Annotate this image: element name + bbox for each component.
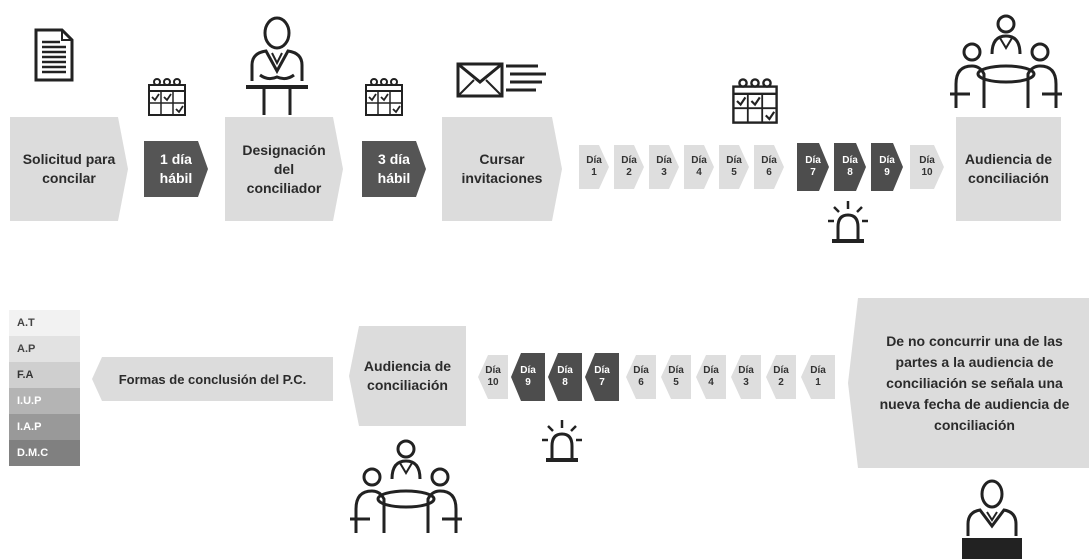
meeting-icon — [950, 14, 1062, 108]
note-box: De no concurrir una de las partes a la a… — [848, 298, 1089, 468]
day-chip-label: Día 1 — [586, 155, 602, 178]
solicitud-box: Solicitud para concilar — [10, 117, 128, 221]
day-chip-label: Día 2 — [773, 365, 789, 388]
day-chip: Día 6 — [754, 145, 784, 189]
day-chip-label: Día 3 — [656, 155, 672, 178]
audiencia-box-top: Audiencia de conciliación — [956, 117, 1061, 221]
day-chip-label: Día 7 — [594, 365, 610, 388]
day-chip-label: Día 9 — [879, 155, 895, 178]
audiencia-top-label: Audiencia de conciliación — [964, 151, 1053, 186]
cursar-box: Cursar invitaciones — [442, 117, 562, 221]
legend-item: A.P — [9, 336, 80, 362]
day-chip-label: Día 10 — [919, 155, 935, 178]
day-chip-label: Día 6 — [633, 365, 649, 388]
day-chip: Día 6 — [626, 355, 656, 399]
day-chip-label: Día 10 — [485, 365, 501, 388]
legend-label: I.A.P — [17, 421, 42, 433]
legend-item: D.M.C — [9, 440, 80, 466]
envelope-icon — [456, 62, 546, 98]
day-chip-label: Día 7 — [805, 155, 821, 178]
step-1-dia-habil: 1 día hábil — [144, 141, 208, 197]
day-chip: Día 10 — [478, 355, 508, 399]
designacion-box: Designación del conciliador — [225, 117, 343, 221]
day-chip-label: Día 8 — [557, 365, 573, 388]
legend-item: I.U.P — [9, 388, 80, 414]
day-chip-label: Día 8 — [842, 155, 858, 178]
day-chip-label: Día 4 — [703, 365, 719, 388]
formas-conclusion-box: Formas de conclusión del P.C. — [92, 357, 333, 401]
note-text: De no concurrir una de las partes a la a… — [879, 332, 1070, 433]
step-3-dia-habil: 3 día hábil — [362, 141, 426, 197]
day-chip-label: Día 5 — [668, 365, 684, 388]
day-chip: Día 5 — [719, 145, 749, 189]
legend-label: A.T — [17, 317, 35, 329]
day-chip: Día 4 — [696, 355, 726, 399]
day-chip: Día 9 — [871, 143, 903, 191]
audiencia-bottom-label: Audiencia de conciliación — [363, 358, 452, 393]
day-chip: Día 1 — [801, 355, 835, 399]
day-chip: Día 10 — [910, 145, 944, 189]
conciliator-person-icon — [246, 16, 308, 115]
document-icon — [34, 28, 74, 82]
calendar-icon — [148, 78, 186, 116]
day-chip: Día 5 — [661, 355, 691, 399]
calendar-icon — [365, 78, 403, 116]
designacion-label: Designación del conciliador — [242, 141, 326, 196]
day-chip: Día 8 — [834, 143, 866, 191]
meeting-icon — [350, 439, 462, 533]
day-chip-label: Día 2 — [621, 155, 637, 178]
day-chip: Día 3 — [731, 355, 761, 399]
legend-item: A.T — [9, 310, 80, 336]
formas-label: Formas de conclusión del P.C. — [118, 371, 307, 387]
calendar-icon — [732, 78, 778, 124]
day-chip: Día 4 — [684, 145, 714, 189]
legend-label: D.M.C — [17, 447, 49, 459]
day-chip-label: Día 1 — [810, 365, 826, 388]
day-chip-label: Día 9 — [520, 365, 536, 388]
day-chip: Día 7 — [797, 143, 829, 191]
day-chip: Día 2 — [614, 145, 644, 189]
day-chip: Día 7 — [585, 353, 619, 401]
day-chip-label: Día 6 — [761, 155, 777, 178]
day-chip: Día 2 — [766, 355, 796, 399]
legend-item: F.A — [9, 362, 80, 388]
person-at-desk-icon — [962, 479, 1022, 559]
alarm-light-icon — [828, 201, 868, 243]
day-chip-label: Día 3 — [738, 365, 754, 388]
day-chip: Día 8 — [548, 353, 582, 401]
alarm-light-icon — [542, 420, 582, 462]
legend-label: A.P — [17, 343, 36, 355]
day-chip-label: Día 5 — [726, 155, 742, 178]
legend-item: I.A.P — [9, 414, 80, 440]
day-chip: Día 1 — [579, 145, 609, 189]
legend-label: I.U.P — [17, 395, 42, 407]
day-chip: Día 9 — [511, 353, 545, 401]
day-chip: Día 3 — [649, 145, 679, 189]
solicitud-label: Solicitud para concilar — [22, 151, 116, 186]
day-chip-label: Día 4 — [691, 155, 707, 178]
step-3-label: 3 día hábil — [377, 151, 411, 186]
audiencia-box-bottom: Audiencia de conciliación — [349, 326, 466, 426]
legend-label: F.A — [17, 369, 34, 381]
step-1-label: 1 día hábil — [159, 151, 193, 186]
cursar-label: Cursar invitaciones — [461, 151, 543, 186]
